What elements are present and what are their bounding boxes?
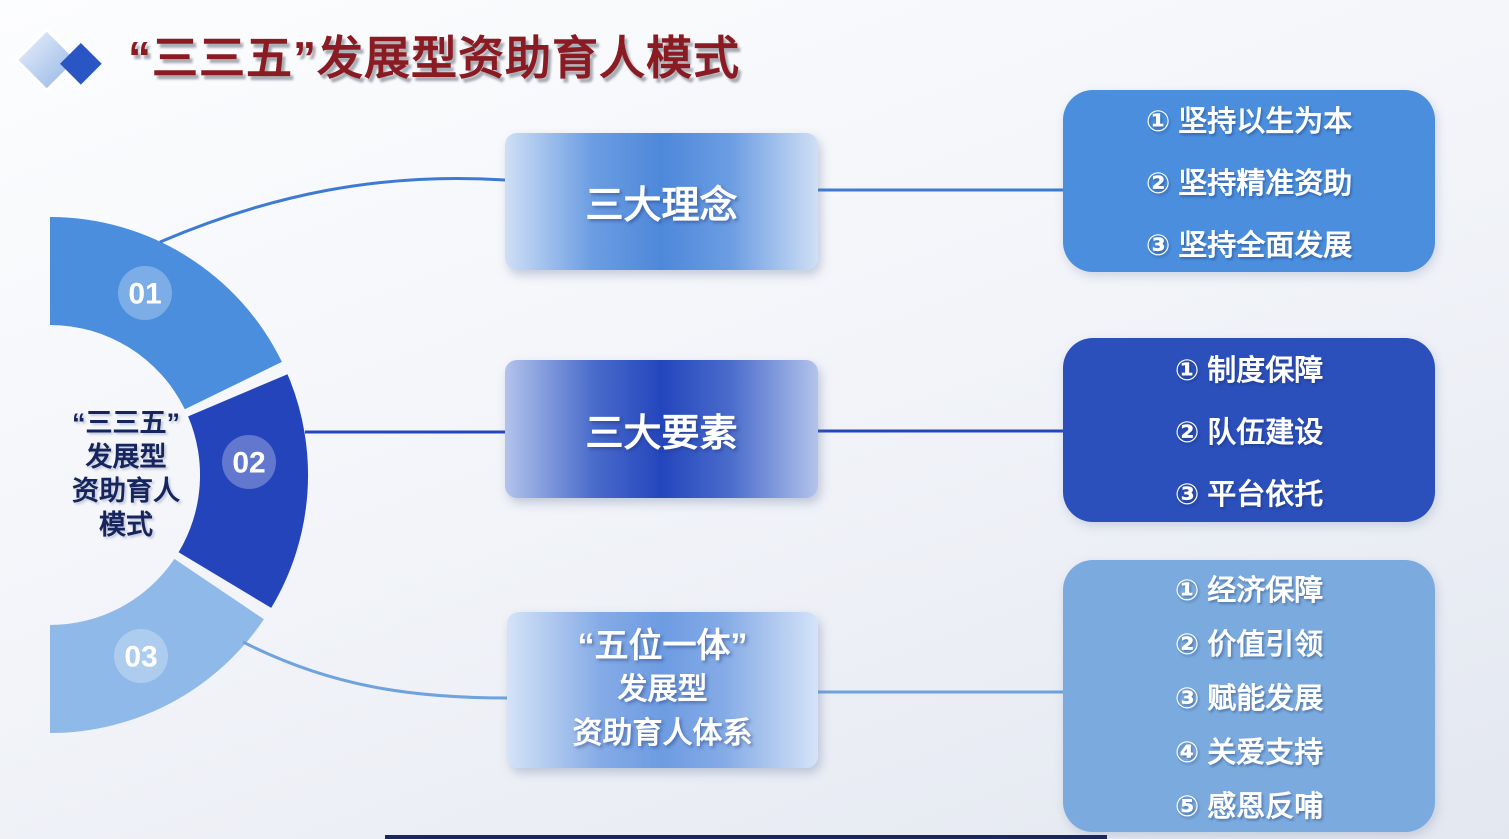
system-box-line: 资助育人体系 (572, 717, 753, 750)
list-item: ③ 坚持全面发展 (1145, 230, 1353, 262)
segment-02-badge (222, 435, 276, 489)
elements-box: 三大要素 (505, 360, 818, 498)
elements-box-label: 三大要素 (585, 412, 738, 455)
page-title: “三三五”发展型资助育人模式 (128, 32, 740, 84)
segment-03-badge (114, 629, 168, 683)
segment-03-number: 03 (124, 641, 157, 674)
list-item: ② 价值引领 (1174, 629, 1324, 661)
donut-center-line: “三三五” (72, 408, 180, 438)
donut-center-label: “三三五” 发展型 资助育人 模式 (28, 406, 224, 542)
connector-line-3 (242, 640, 509, 700)
system-box-line: “五位一体” (577, 627, 748, 665)
concepts-detail-items: ① 坚持以生为本 ② 坚持精准资助 ③ 坚持全面发展 (1146, 88, 1353, 274)
connector-line-1 (159, 176, 506, 244)
concepts-box-label: 三大理念 (585, 185, 738, 227)
system-detail-items: ① 经济保障 ② 价值引领 ③ 赋能发展 ④ 关爱支持 ⑤ 感恩反哺 (1175, 561, 1324, 831)
bottom-divider (385, 835, 1107, 839)
elements-detail-items: ① 制度保障 ② 队伍建设 ③ 平台依托 (1175, 337, 1324, 523)
segment-02-number: 02 (232, 447, 265, 480)
donut-segment-02 (178, 374, 309, 608)
list-item: ① 经济保障 (1174, 575, 1324, 607)
segment-01-badge (118, 266, 172, 320)
elements-detail-box: ① 制度保障 ② 队伍建设 ③ 平台依托 (1063, 338, 1435, 522)
list-item: ③ 赋能发展 (1174, 683, 1324, 715)
system-detail-box: ① 经济保障 ② 价值引领 ③ 赋能发展 ④ 关爱支持 ⑤ 感恩反哺 (1063, 560, 1435, 832)
list-item: ② 坚持精准资助 (1145, 168, 1353, 200)
donut-center-line: 资助育人 (72, 476, 180, 506)
donut-center-line: 发展型 (85, 442, 167, 472)
concepts-box: 三大理念 (505, 133, 818, 270)
system-box-line: 发展型 (617, 673, 708, 706)
donut-segment-03 (50, 558, 264, 733)
list-item: ② 队伍建设 (1174, 417, 1324, 449)
concepts-detail-box: ① 坚持以生为本 ② 坚持精准资助 ③ 坚持全面发展 (1063, 90, 1435, 272)
list-item: ③ 平台依托 (1174, 479, 1324, 511)
list-item: ⑤ 感恩反哺 (1174, 791, 1324, 823)
system-box: “五位一体” 发展型 资助育人体系 (507, 612, 818, 768)
donut-center-line: 模式 (99, 510, 153, 540)
list-item: ① 制度保障 (1174, 355, 1324, 387)
donut-segment-01 (50, 216, 282, 410)
list-item: ④ 关爱支持 (1174, 737, 1324, 769)
diamond-logo-icon (14, 27, 102, 93)
segment-01-number: 01 (128, 278, 161, 311)
list-item: ① 坚持以生为本 (1145, 106, 1353, 138)
